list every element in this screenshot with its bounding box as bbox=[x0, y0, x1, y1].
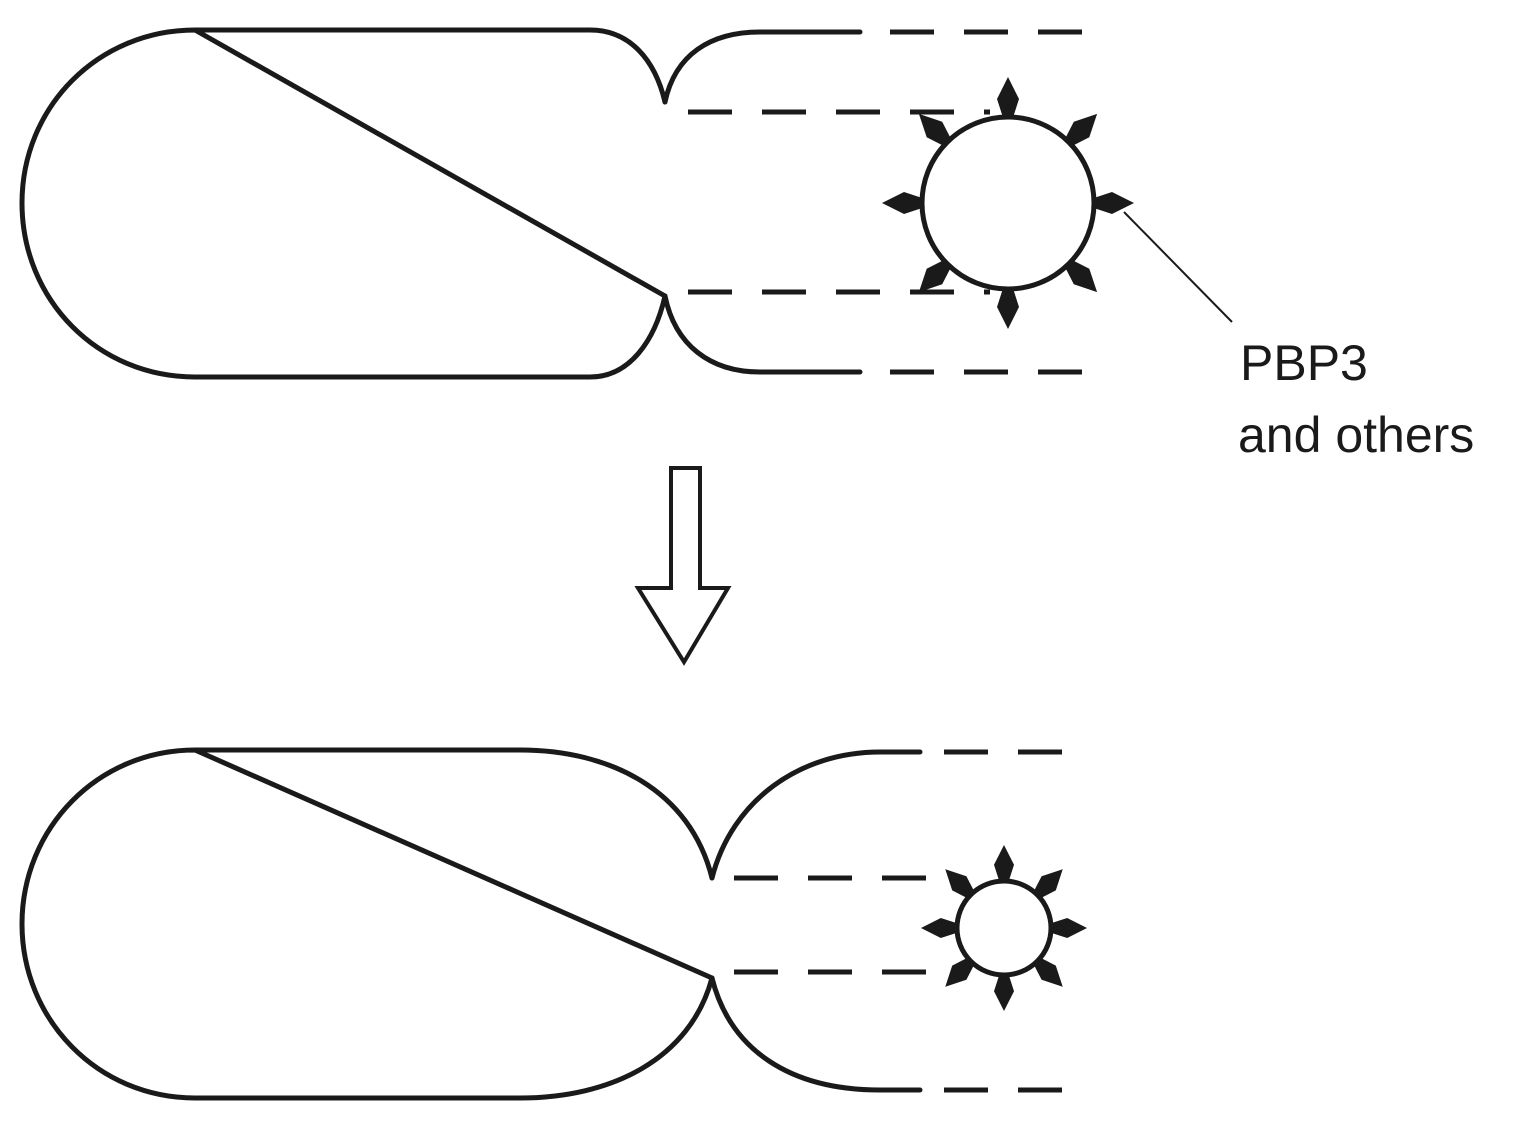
lower-ring-spike-8 bbox=[945, 869, 977, 901]
lower-ring-spike-6 bbox=[945, 955, 977, 987]
upper-divisome-ring bbox=[882, 77, 1134, 329]
upper-cell-left-outline bbox=[19, 27, 668, 380]
upper-ring-spike-4 bbox=[1063, 258, 1098, 293]
lower-cell-left-outline bbox=[19, 747, 715, 1101]
lower-ring-spike-3 bbox=[1047, 918, 1087, 938]
pbp3-label-line2: and others bbox=[1238, 407, 1474, 463]
lower-cell bbox=[19, 747, 1087, 1101]
lower-divisome-ring bbox=[921, 845, 1087, 1011]
upper-ring-spike-1 bbox=[997, 77, 1019, 121]
lower-cell-right-outline-top bbox=[709, 749, 923, 881]
lower-ring-spike-2 bbox=[1031, 869, 1063, 901]
upper-cell-right-outline-bottom bbox=[662, 293, 863, 375]
upper-cell-right-outline-top bbox=[662, 29, 863, 105]
lower-ring-spikes bbox=[921, 845, 1087, 1011]
upper-ring-spikes bbox=[882, 77, 1134, 329]
upper-cell: PBP3 and others bbox=[19, 27, 1474, 463]
upper-ring-spike-5 bbox=[997, 285, 1019, 329]
upper-ring-spike-3 bbox=[1090, 192, 1134, 214]
upper-ring-spike-8 bbox=[918, 113, 953, 148]
upper-ring-circle bbox=[919, 114, 1097, 292]
pbp3-label-line1: PBP3 bbox=[1240, 335, 1368, 391]
lower-ring-spike-7 bbox=[921, 918, 961, 938]
lower-ring-spike-5 bbox=[994, 971, 1014, 1011]
pbp3-leader-line bbox=[1123, 211, 1233, 323]
lower-ring-circle bbox=[954, 878, 1054, 978]
upper-ring-spike-2 bbox=[1063, 113, 1098, 148]
lower-ring-spike-1 bbox=[994, 845, 1014, 885]
down-arrow bbox=[634, 466, 732, 666]
lower-ring-spike-4 bbox=[1031, 955, 1063, 987]
lower-cell-right-outline-bottom bbox=[709, 975, 923, 1093]
upper-ring-spike-7 bbox=[882, 192, 926, 214]
upper-ring-spike-6 bbox=[918, 258, 953, 293]
